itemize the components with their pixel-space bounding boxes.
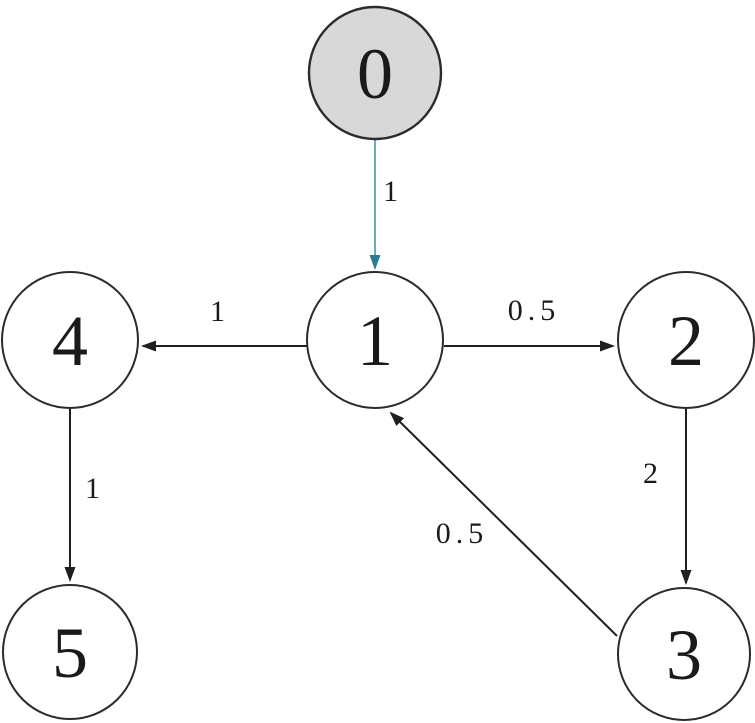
graph-node-0[interactable] xyxy=(307,5,443,141)
edge-3-1 xyxy=(389,411,618,637)
graph-node-3[interactable] xyxy=(617,587,751,721)
graph-node-2[interactable] xyxy=(617,271,755,409)
edge-weight-label-2-3: 2 xyxy=(643,457,663,490)
node-label-5: 5 xyxy=(52,613,88,693)
graph-node-4[interactable] xyxy=(1,271,139,409)
edge-weight-label-1-2: 0.5 xyxy=(508,294,561,327)
node-label-3: 3 xyxy=(666,615,702,695)
node-label-0: 0 xyxy=(357,34,393,114)
node-label-4: 4 xyxy=(52,301,88,381)
edge-weight-label-3-1: 0.5 xyxy=(436,517,489,550)
edge-weight-label-0-1: 1 xyxy=(383,175,403,208)
node-label-1: 1 xyxy=(357,301,393,381)
graph-node-1[interactable] xyxy=(306,271,444,409)
graph-node-5[interactable] xyxy=(2,584,138,720)
node-label-2: 2 xyxy=(668,301,704,381)
edge-weight-label-1-4: 1 xyxy=(210,295,230,328)
edge-weight-label-4-5: 1 xyxy=(85,472,105,505)
